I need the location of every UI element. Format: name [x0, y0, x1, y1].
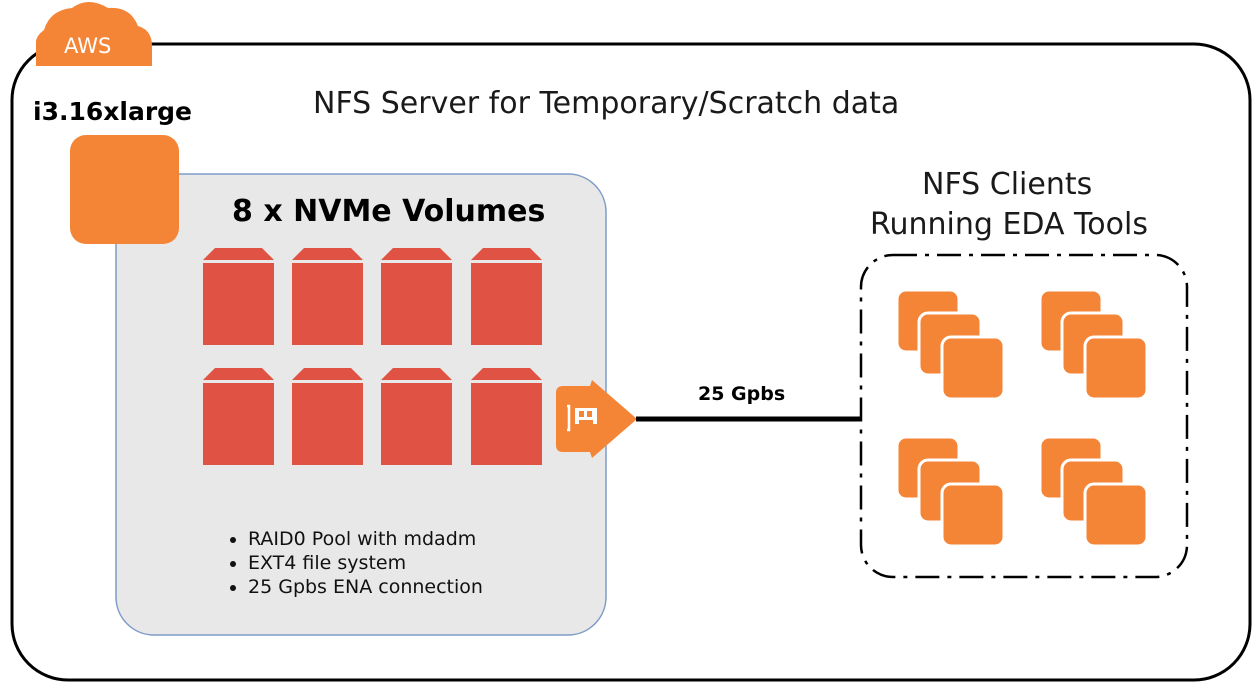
clients-heading-line-1: NFS Clients — [922, 167, 1093, 202]
ec2-instances-stack-icon — [895, 288, 1006, 401]
volumes-heading: 8 x NVMe Volumes — [232, 194, 546, 229]
clients-group-boundary — [859, 253, 1189, 579]
ec2-instance-icon — [70, 135, 179, 244]
aws-label: AWS — [64, 34, 112, 58]
feature-list: RAID0 Pool with mdadm EXT4 file system 2… — [222, 527, 483, 599]
nvme-volume-icon — [381, 368, 452, 465]
diagram-title: NFS Server for Temporary/Scratch data — [313, 86, 900, 121]
nvme-volume-icon — [471, 248, 542, 345]
client-instances — [895, 288, 1149, 548]
aws-cloud-icon — [36, 2, 152, 66]
nvme-volume-grid — [203, 248, 542, 465]
ec2-instances-stack-icon — [1038, 435, 1149, 548]
ec2-instances-stack-icon — [1038, 288, 1149, 401]
feature-item: RAID0 Pool with mdadm — [248, 527, 483, 551]
nvme-volume-icon — [292, 248, 363, 345]
link-speed-label: 25 Gpbs — [698, 383, 786, 405]
nvme-volume-icon — [203, 248, 274, 345]
clients-heading-line-2: Running EDA Tools — [870, 207, 1148, 242]
nvme-volume-icon — [292, 368, 363, 465]
aws-cloud-frame — [10, 42, 1252, 682]
instance-type-label: i3.16xlarge — [33, 97, 192, 126]
nvme-volume-icon — [471, 368, 542, 465]
elastic-network-adapter-icon — [556, 380, 637, 458]
feature-item: EXT4 file system — [248, 551, 483, 575]
nvme-volume-icon — [203, 368, 274, 465]
ec2-instances-stack-icon — [895, 435, 1006, 548]
nvme-volume-icon — [381, 248, 452, 345]
feature-item: 25 Gpbs ENA connection — [248, 575, 483, 599]
